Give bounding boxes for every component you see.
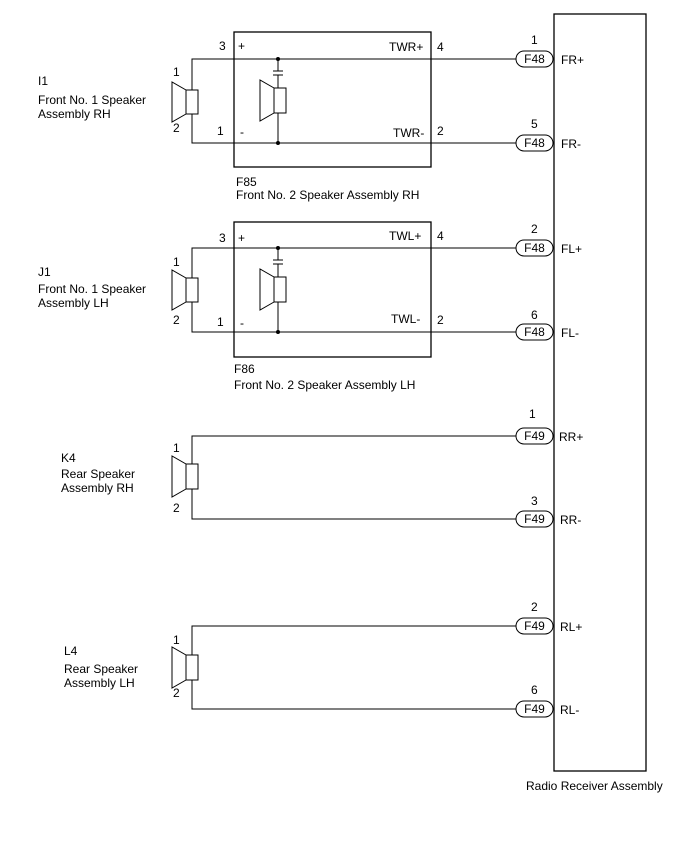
rr-minus-wire — [191, 489, 554, 520]
i1-neg-wire — [191, 114, 234, 144]
fl-plus-signal: FL+ — [561, 242, 582, 256]
connector-f48-fr-plus: F48 — [515, 50, 554, 68]
connector-code: F49 — [524, 512, 545, 526]
rr-minus-pin: 3 — [531, 494, 538, 508]
rl-plus-pin: 2 — [531, 600, 538, 614]
i1-name-line1: Front No. 1 Speaker — [38, 93, 146, 107]
f86-minus-sign: - — [240, 316, 244, 330]
fr-minus-signal: FR- — [561, 137, 581, 151]
f85-code: F85 — [236, 175, 257, 189]
tweeter-icon-f86 — [234, 246, 431, 334]
connector-code: F48 — [524, 241, 545, 255]
connector-code: F49 — [524, 619, 545, 633]
f85-minus-sign: - — [240, 125, 244, 139]
fr-plus-signal: FR+ — [561, 53, 584, 67]
j1-name-line1: Front No. 1 Speaker — [38, 282, 146, 296]
rl-plus-signal: RL+ — [560, 620, 582, 634]
rr-plus-signal: RR+ — [559, 430, 583, 444]
i1-pos-wire — [191, 58, 234, 90]
l4-pin2: 2 — [173, 686, 180, 700]
fl-plus-pin: 2 — [531, 222, 538, 236]
j1-pin1: 1 — [173, 255, 180, 269]
fl-minus-pin: 6 — [531, 308, 538, 322]
k4-pin1: 1 — [173, 441, 180, 455]
tweeter-icon-f85 — [234, 57, 431, 145]
connector-f49-rl-minus: F49 — [515, 700, 554, 718]
speaker-icon-l4 — [171, 646, 199, 689]
f85-box — [233, 31, 432, 168]
f86-pin-4: 4 — [437, 229, 444, 243]
connector-code: F49 — [524, 429, 545, 443]
connector-f48-fr-minus: F48 — [515, 134, 554, 152]
f86-pin-1: 1 — [217, 315, 224, 329]
connector-f48-fl-plus: F48 — [515, 239, 554, 257]
connector-code: F48 — [524, 136, 545, 150]
fr-minus-pin: 5 — [531, 117, 538, 131]
rl-minus-pin: 6 — [531, 683, 538, 697]
i1-name-line2: Assembly RH — [38, 107, 111, 121]
rl-plus-wire — [191, 625, 554, 655]
radio-receiver-label: Radio Receiver Assembly — [526, 779, 663, 793]
f86-pin-3: 3 — [219, 231, 226, 245]
front-rh-circuit: I1 Front No. 1 Speaker Assembly RH 1 2 3… — [38, 31, 584, 202]
speaker-icon-k4 — [171, 455, 199, 498]
connector-f49-rr-plus: F49 — [515, 427, 554, 445]
f86-name: Front No. 2 Speaker Assembly LH — [234, 378, 415, 392]
l4-code: L4 — [64, 644, 78, 658]
f86-code: F86 — [234, 362, 255, 376]
j1-pin2: 2 — [173, 313, 180, 327]
f85-twr-plus-label: TWR+ — [389, 40, 423, 54]
f85-pin-3: 3 — [219, 39, 226, 53]
k4-code: K4 — [61, 451, 76, 465]
rear-lh-circuit: L4 Rear Speaker Assembly LH 1 2 F49 2 RL… — [64, 600, 582, 718]
front-lh-circuit: J1 Front No. 1 Speaker Assembly LH 1 2 3… — [38, 221, 582, 392]
i1-pin1: 1 — [173, 65, 180, 79]
j1-code: J1 — [38, 265, 51, 279]
j1-pos-wire — [191, 247, 234, 278]
rr-plus-pin: 1 — [529, 407, 536, 421]
connector-code: F48 — [524, 52, 545, 66]
f85-pin-1: 1 — [217, 124, 224, 138]
rr-minus-signal: RR- — [560, 513, 581, 527]
f85-plus-sign: + — [238, 39, 245, 53]
connector-f48-fl-minus: F48 — [515, 323, 554, 341]
rr-plus-wire — [191, 435, 554, 464]
f85-twr-minus-label: TWR- — [393, 126, 424, 140]
f86-box — [233, 221, 432, 358]
j1-neg-wire — [191, 302, 234, 333]
connector-f49-rr-minus: F49 — [515, 510, 554, 528]
f86-pin-2: 2 — [437, 313, 444, 327]
f86-twl-minus-label: TWL- — [391, 312, 420, 326]
speaker-icon-j1 — [171, 269, 199, 311]
k4-name-line2: Assembly RH — [61, 481, 134, 495]
rl-minus-signal: RL- — [560, 703, 579, 717]
speaker-icon-i1 — [171, 81, 199, 123]
fl-minus-signal: FL- — [561, 326, 579, 340]
f85-name: Front No. 2 Speaker Assembly RH — [236, 188, 419, 202]
f86-twl-plus-label: TWL+ — [389, 229, 421, 243]
k4-pin2: 2 — [173, 501, 180, 515]
rl-minus-wire — [191, 680, 554, 710]
fr-plus-pin: 1 — [531, 33, 538, 47]
radio-receiver-box — [553, 13, 647, 772]
rear-rh-circuit: K4 Rear Speaker Assembly RH 1 2 F49 1 RR… — [61, 407, 583, 528]
i1-pin2: 2 — [173, 121, 180, 135]
l4-name-line1: Rear Speaker — [64, 662, 138, 676]
f85-pin-2: 2 — [437, 124, 444, 138]
l4-name-line2: Assembly LH — [64, 676, 135, 690]
l4-pin1: 1 — [173, 633, 180, 647]
j1-name-line2: Assembly LH — [38, 296, 109, 310]
k4-name-line1: Rear Speaker — [61, 467, 135, 481]
f85-pin-4: 4 — [437, 40, 444, 54]
f86-plus-sign: + — [238, 231, 245, 245]
connector-f49-rl-plus: F49 — [515, 617, 554, 635]
i1-code: I1 — [38, 74, 48, 88]
connector-code: F48 — [524, 325, 545, 339]
connector-code: F49 — [524, 702, 545, 716]
